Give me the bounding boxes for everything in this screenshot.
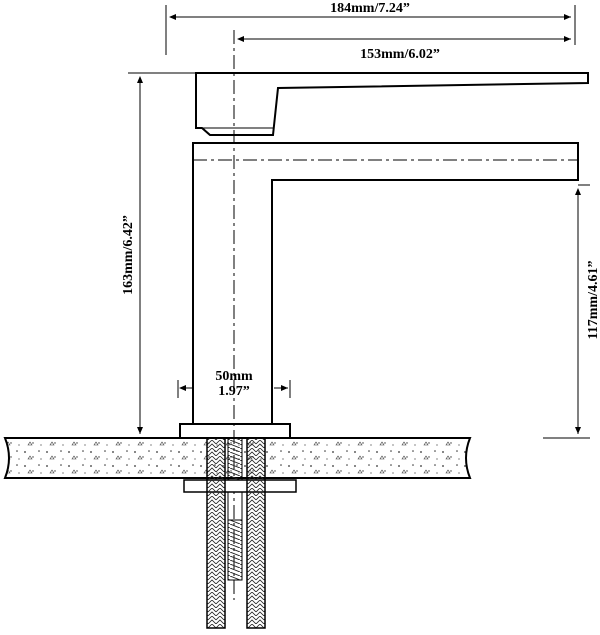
right-braided-hose bbox=[246, 437, 266, 629]
threaded-rod-upper bbox=[227, 437, 243, 481]
threaded-rod-lower bbox=[227, 519, 243, 581]
spout-reach-label: 153mm/6.02” bbox=[360, 47, 440, 62]
mounting-nut bbox=[183, 479, 297, 493]
spout-height-label: 117mm/4.61” bbox=[586, 261, 600, 340]
total-height-dimension: 163mm/6.42” bbox=[121, 72, 196, 439]
left-braided-hose bbox=[206, 437, 226, 629]
overall-width-dimension: 184mm/7.24” bbox=[165, 1, 576, 55]
base-diameter-dimension: 50mm 1.97” bbox=[177, 369, 291, 399]
base-diameter-mm-label: 50mm bbox=[215, 369, 253, 384]
total-height-label: 163mm/6.42” bbox=[121, 215, 136, 295]
spout-height-dimension: 117mm/4.61” bbox=[543, 184, 600, 439]
spout-reach-dimension: 153mm/6.02” bbox=[237, 36, 571, 62]
lever-handle bbox=[195, 72, 589, 136]
base-diameter-in-label: 1.97” bbox=[218, 384, 250, 399]
base-plate bbox=[179, 423, 291, 439]
faucet-body bbox=[192, 142, 579, 425]
overall-width-label: 184mm/7.24” bbox=[330, 1, 410, 16]
